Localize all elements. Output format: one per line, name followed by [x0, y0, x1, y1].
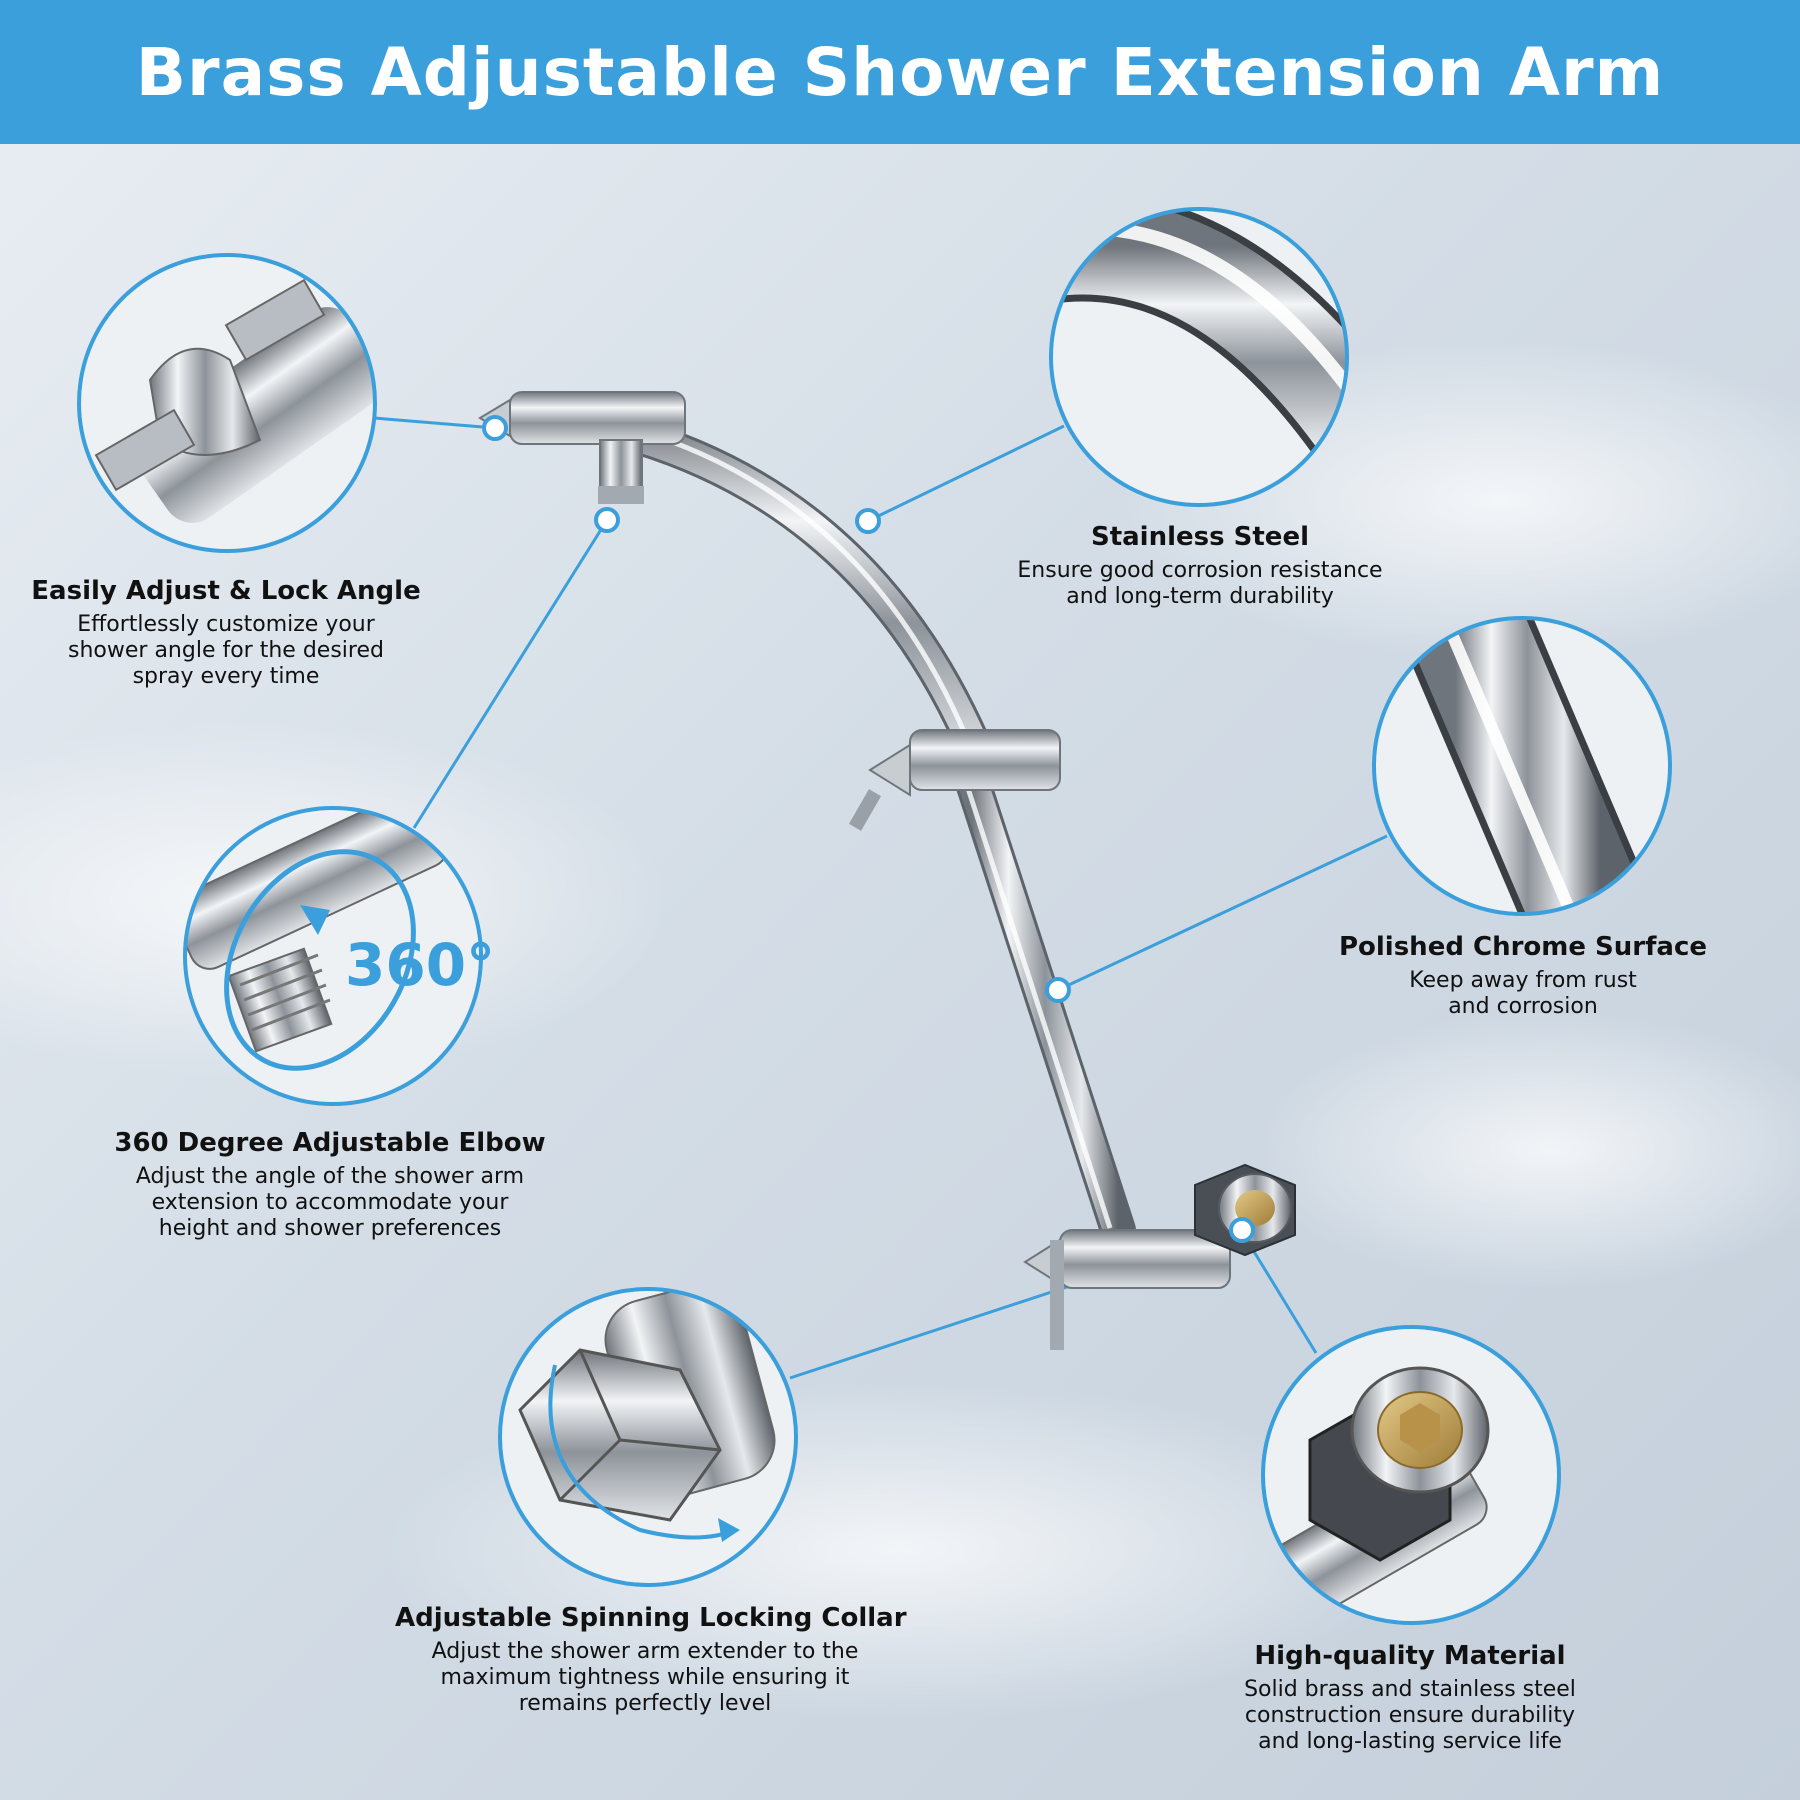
leader-line-steel — [867, 424, 1065, 523]
hotspot-steel — [855, 508, 881, 534]
feature-description: Adjust the shower arm extender to the ma… — [431, 1639, 859, 1716]
hotspot-elbow — [594, 507, 620, 533]
leader-line-chrome — [1057, 834, 1388, 992]
leader-line-elbow — [412, 519, 609, 829]
hotspot-lock — [482, 415, 508, 441]
feature-description: Ensure good corrosion resistance and lon… — [1017, 558, 1383, 609]
detail-circle-collar — [498, 1287, 798, 1587]
feature-material: High-quality Material Solid brass and st… — [1210, 1641, 1610, 1755]
feature-collar: Adjustable Spinning Locking Collar Adjus… — [395, 1603, 907, 1717]
page-title: Brass Adjustable Shower Extension Arm — [135, 33, 1665, 111]
feature-title: 360 Degree Adjustable Elbow — [114, 1128, 546, 1158]
feature-description: Effortlessly customize your shower angle… — [68, 612, 384, 689]
hotspot-chrome — [1045, 977, 1071, 1003]
feature-title: High-quality Material — [1254, 1641, 1566, 1671]
feature-title: Stainless Steel — [1090, 522, 1309, 552]
feature-title: Adjustable Spinning Locking Collar — [395, 1603, 907, 1633]
detail-circle-material — [1261, 1325, 1561, 1625]
detail-circle-elbow: 360° — [183, 806, 495, 1106]
leader-line-lock — [373, 416, 496, 430]
feature-lock-angle: Easily Adjust & Lock Angle Effortlessly … — [26, 576, 426, 690]
detail-circle-chrome — [1372, 616, 1672, 916]
rotation-label: 360° — [345, 931, 495, 999]
feature-title: Easily Adjust & Lock Angle — [31, 576, 421, 606]
feature-elbow: 360 Degree Adjustable Elbow Adjust the a… — [110, 1128, 550, 1242]
shower-arm — [478, 391, 1296, 1350]
feature-chrome: Polished Chrome Surface Keep away from r… — [1318, 932, 1728, 1020]
feature-title: Polished Chrome Surface — [1338, 932, 1708, 962]
feature-stainless: Stainless Steel Ensure good corrosion re… — [990, 522, 1410, 610]
feature-description: Solid brass and stainless steel construc… — [1244, 1677, 1576, 1754]
title-banner: Brass Adjustable Shower Extension Arm — [0, 0, 1800, 144]
feature-description: Keep away from rust and corrosion — [1409, 968, 1637, 1019]
feature-description: Adjust the angle of the shower arm exten… — [135, 1164, 525, 1241]
detail-circle-lock-angle — [77, 253, 377, 553]
hotspot-material — [1229, 1217, 1255, 1243]
detail-circle-stainless — [1049, 207, 1349, 507]
